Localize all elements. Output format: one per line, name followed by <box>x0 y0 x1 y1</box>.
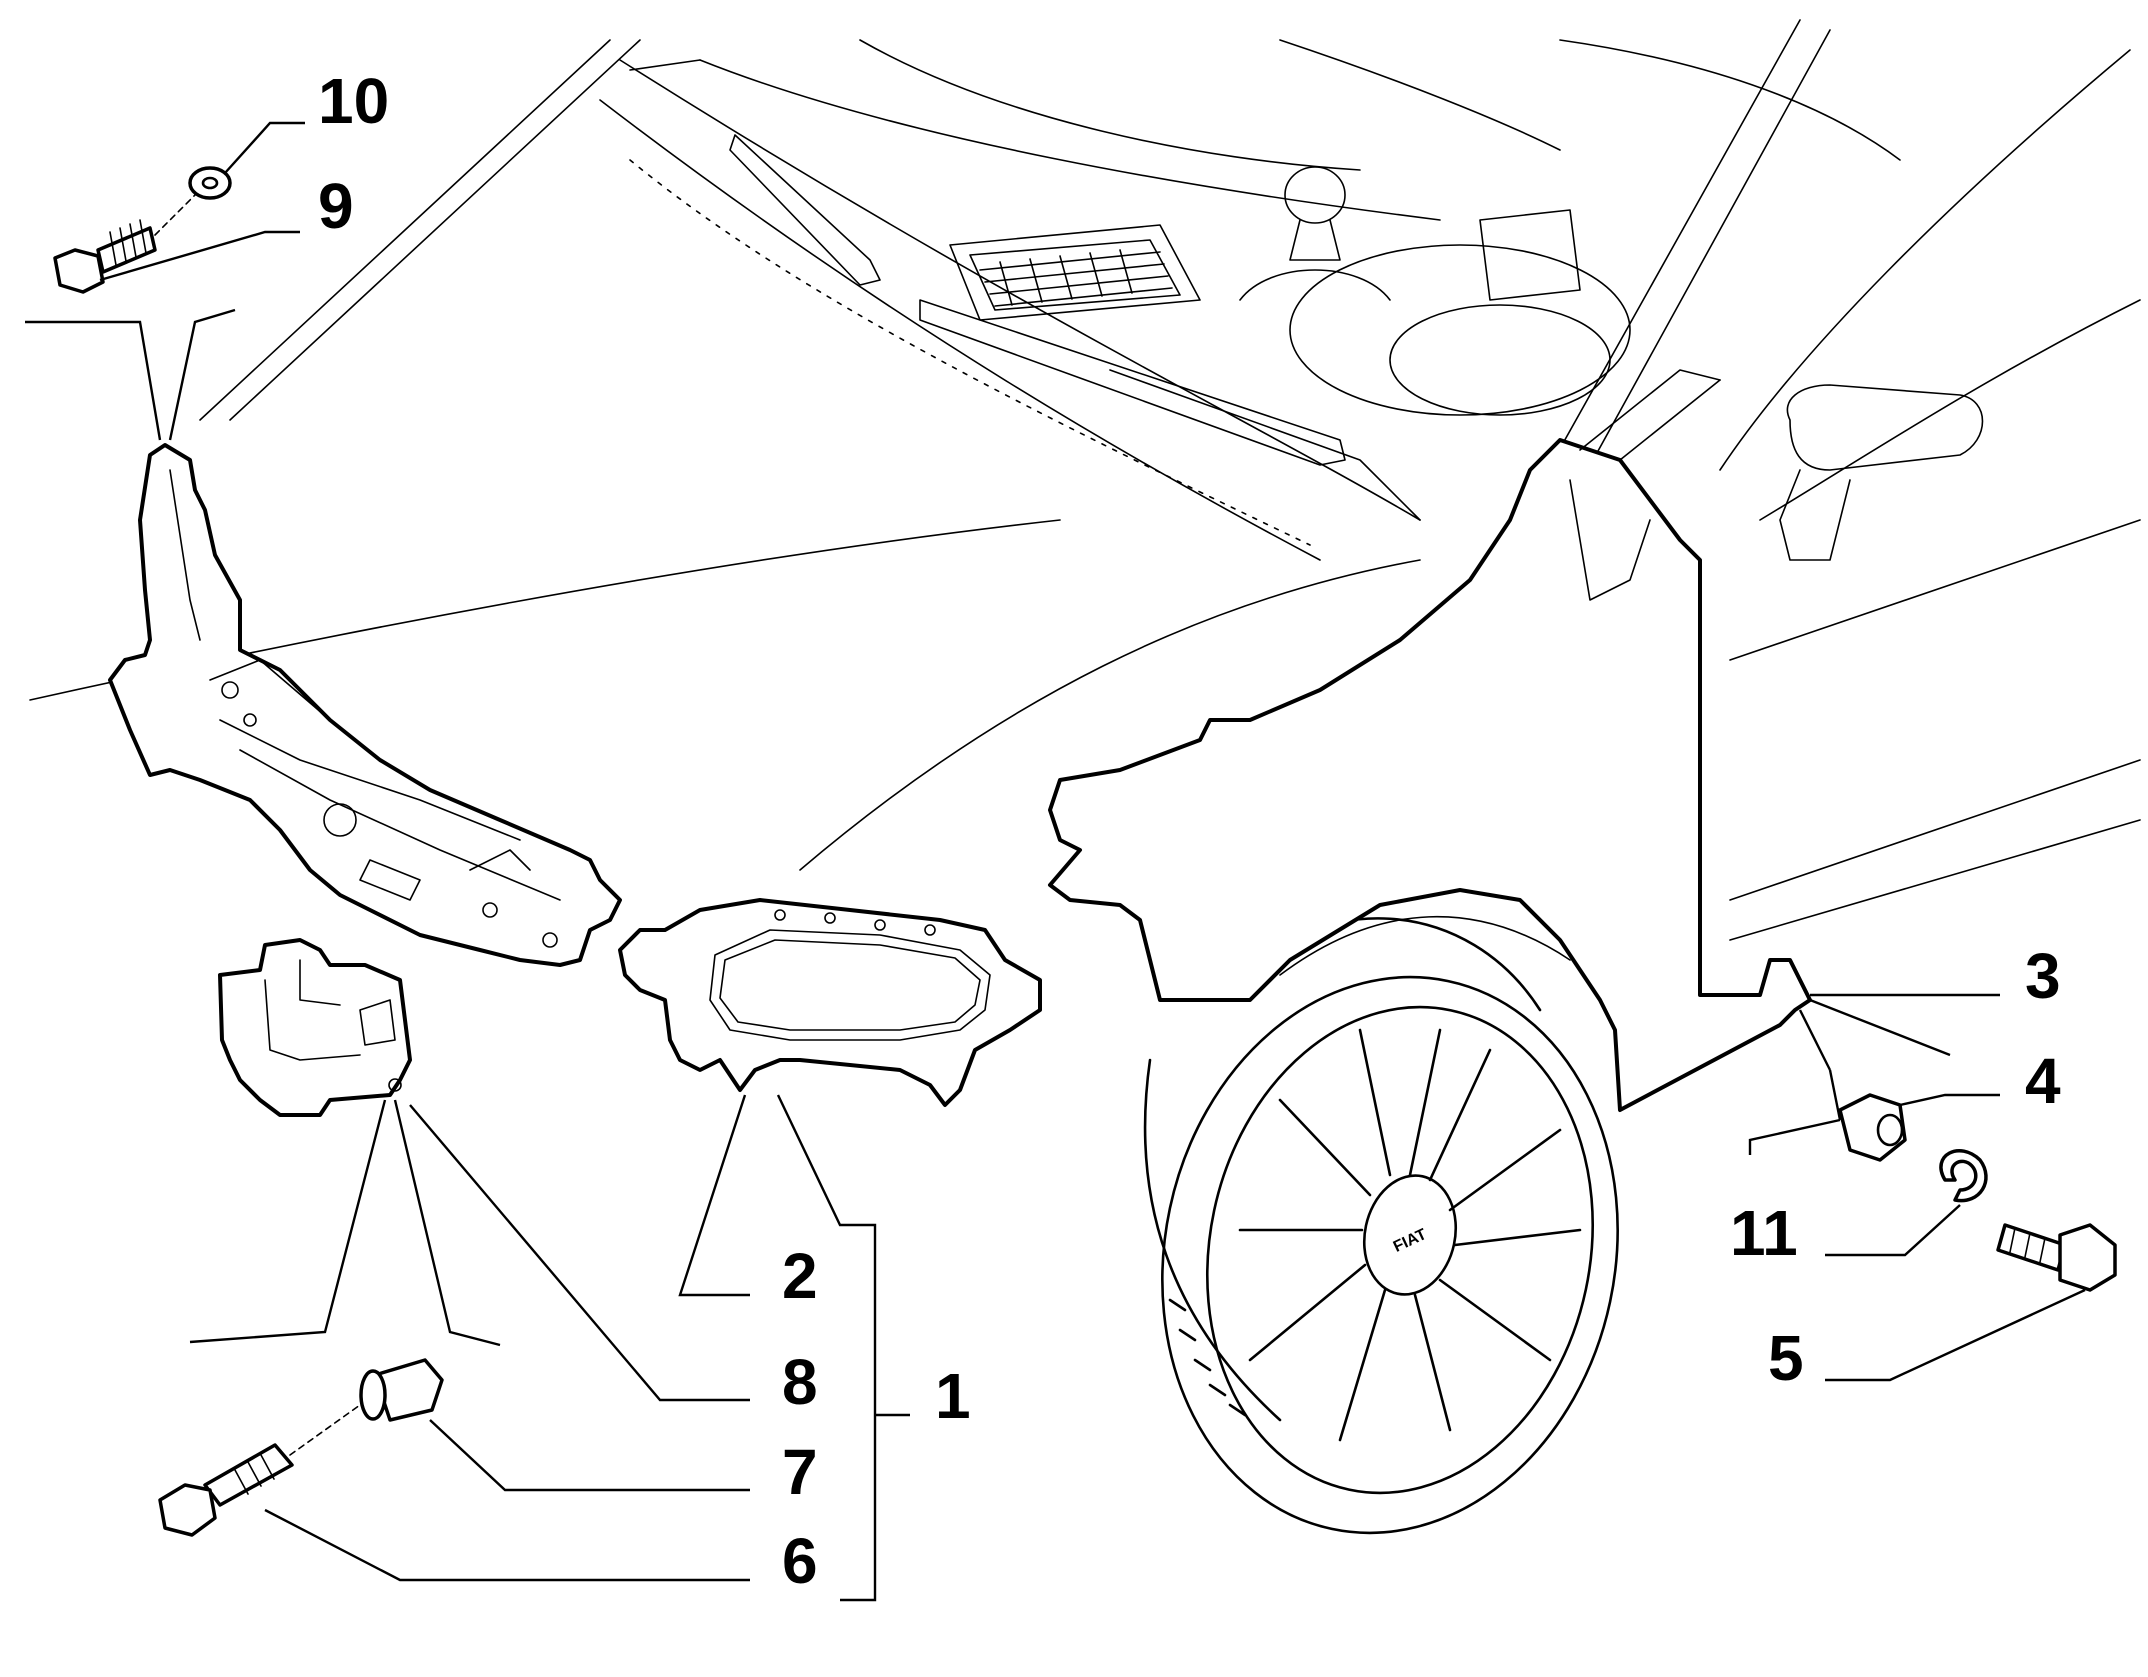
fender-detail-lines <box>1279 369 1721 976</box>
callout-6: 6 <box>782 1525 818 1597</box>
callout-labels: 1 2 3 4 5 6 7 8 9 10 11 <box>318 65 2061 1597</box>
headlamp-bracket-part <box>618 898 1042 1107</box>
callout-7: 7 <box>782 1436 818 1508</box>
bolt-9 <box>53 219 157 294</box>
lower-bracket-detail-lines <box>264 959 402 1092</box>
washer-10 <box>188 166 232 200</box>
callout-1: 1 <box>935 1360 971 1432</box>
leader-lines <box>25 121 2086 1602</box>
bolt-6 <box>158 1443 294 1537</box>
spring-clip-11 <box>1939 1149 1988 1203</box>
callout-11: 11 <box>1730 1197 1798 1269</box>
callout-3: 3 <box>2025 940 2061 1012</box>
callout-9: 9 <box>318 170 354 242</box>
callout-8: 8 <box>782 1346 818 1418</box>
car-body-outline <box>29 19 2141 941</box>
crossmember-detail-lines <box>169 469 561 948</box>
front-fender-part <box>1048 438 1812 1112</box>
wheel-center-cap-badge: FIAT <box>1391 1226 1430 1256</box>
callout-10: 10 <box>318 65 389 137</box>
nut-4 <box>1838 1093 1907 1162</box>
lower-bracket-part <box>218 938 412 1117</box>
cowl-vent-grille <box>979 249 1173 307</box>
front-crossmember-part <box>108 443 622 967</box>
callout-4: 4 <box>2025 1045 2061 1117</box>
bracket-detail-lines <box>709 909 991 1041</box>
bolt-5 <box>1996 1223 2117 1292</box>
spacer-sleeve-7 <box>359 1358 444 1422</box>
front-wheel <box>1143 917 1619 1535</box>
callout-5: 5 <box>1768 1322 1804 1394</box>
callout-2: 2 <box>782 1240 818 1312</box>
